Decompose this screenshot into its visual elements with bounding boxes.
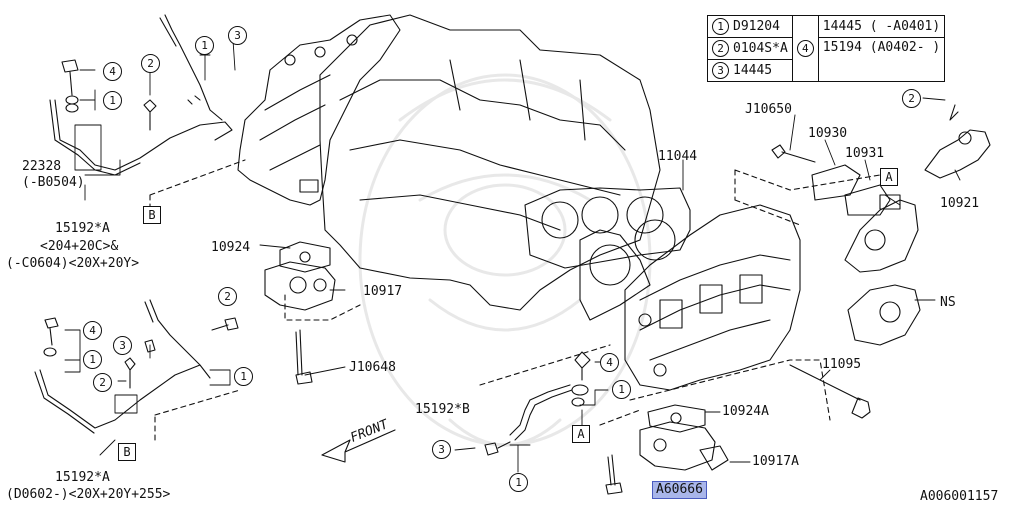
label-10924a[interactable]: 10924A <box>722 404 769 419</box>
callout-number: 1 <box>712 18 729 35</box>
legend-code: D91204 <box>733 19 780 34</box>
front-arrow <box>321 429 396 463</box>
legend-cell-2: 2 0104S*A <box>707 37 793 60</box>
callout-1: 1 <box>195 36 214 55</box>
engine-block <box>319 14 661 311</box>
label-15192a-top-note2: (-C0604)<20X+20Y> <box>6 256 140 271</box>
watermark-emblem <box>358 73 652 447</box>
label-11095[interactable]: 11095 <box>822 357 862 372</box>
oil-pipe-bottom <box>34 299 239 434</box>
label-j10650[interactable]: J10650 <box>745 102 792 117</box>
ref-box-b: B <box>143 206 161 224</box>
bolt-11095 <box>789 364 871 419</box>
label-15192a-top-note1: <204+20C>& <box>40 239 119 254</box>
callout-2: 2 <box>141 54 160 73</box>
head-gasket <box>524 187 691 321</box>
left-cylinder-head <box>237 14 401 206</box>
label-ns[interactable]: NS <box>940 295 956 310</box>
cylinder-head-main <box>624 204 801 391</box>
callout-2: 2 <box>218 287 237 306</box>
oil-control-valve <box>924 104 991 179</box>
oil-pipe-center <box>484 351 591 456</box>
legend-cell-1: 1 D91204 <box>707 15 793 38</box>
label-15192b[interactable]: 15192*B <box>415 402 470 417</box>
leader-lines <box>64 39 961 473</box>
diagram-id: A006001157 <box>920 489 999 504</box>
parts-legend-table: 1 D91204 4 14445 ( -A0401) 2 0104S*A 15194… <box>707 15 946 82</box>
bolt-j10650 <box>771 144 816 163</box>
callout-4: 4 <box>600 353 619 372</box>
label-10930[interactable]: 10930 <box>808 126 848 141</box>
callout-3: 3 <box>113 336 132 355</box>
camshaft-cap-assembly <box>844 194 921 346</box>
callout-4: 4 <box>103 62 122 81</box>
label-11044[interactable]: 11044 <box>658 149 698 164</box>
label-15192a-bottom-note: (D0602-)<20X+20Y+255> <box>6 487 171 502</box>
callout-2: 2 <box>93 373 112 392</box>
label-15192a-bottom[interactable]: 15192*A <box>55 470 110 485</box>
label-10921[interactable]: 10921 <box>940 196 980 211</box>
ref-box-a: A <box>572 425 590 443</box>
callout-3: 3 <box>228 26 247 45</box>
legend-group-code-1: 14445 ( -A0401) <box>817 15 946 38</box>
callout-number: 3 <box>712 62 729 79</box>
legend-cell-group-num: 4 <box>791 15 819 82</box>
legend-code: 0104S*A <box>733 41 788 56</box>
gasket-10930 <box>811 164 891 216</box>
label-j10648[interactable]: J10648 <box>349 360 396 375</box>
oil-pipe-top <box>49 14 233 176</box>
label-10931[interactable]: 10931 <box>845 146 885 161</box>
switching-solenoid-right <box>605 404 729 495</box>
label-10917[interactable]: 10917 <box>363 284 403 299</box>
legend-code: 14445 <box>733 63 773 78</box>
callout-1: 1 <box>83 350 102 369</box>
dashed-frame <box>149 159 901 441</box>
label-22328[interactable]: 22328 <box>22 159 62 174</box>
callout-1: 1 <box>103 91 122 110</box>
callout-4: 4 <box>83 321 102 340</box>
callout-3: 3 <box>432 440 451 459</box>
label-10924[interactable]: 10924 <box>211 240 251 255</box>
label-15192a-top[interactable]: 15192*A <box>55 221 110 236</box>
label-a60666-highlighted[interactable]: A60666 <box>652 481 707 499</box>
callout-1: 1 <box>612 380 631 399</box>
label-10917a[interactable]: 10917A <box>752 454 799 469</box>
switching-solenoid-left <box>264 241 336 385</box>
callout-number: 4 <box>796 40 814 57</box>
ref-box-b: B <box>118 443 136 461</box>
legend-cell-3: 3 14445 <box>707 59 793 82</box>
callout-number: 2 <box>712 40 729 57</box>
legend-group-code-2: 15194 (A0402- ) <box>817 37 946 82</box>
callout-1: 1 <box>234 367 253 386</box>
label-22328-note: (-B0504) <box>22 175 85 190</box>
callout-1: 1 <box>509 473 528 492</box>
callout-2: 2 <box>902 89 921 108</box>
ref-box-a: A <box>880 168 898 186</box>
